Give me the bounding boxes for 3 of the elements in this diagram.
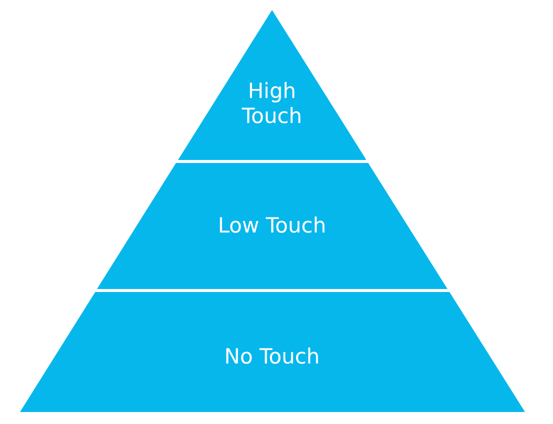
tier-label: Low Touch: [216, 214, 328, 238]
tier-label: High Touch: [240, 79, 304, 129]
tier-label: No Touch: [223, 344, 321, 370]
